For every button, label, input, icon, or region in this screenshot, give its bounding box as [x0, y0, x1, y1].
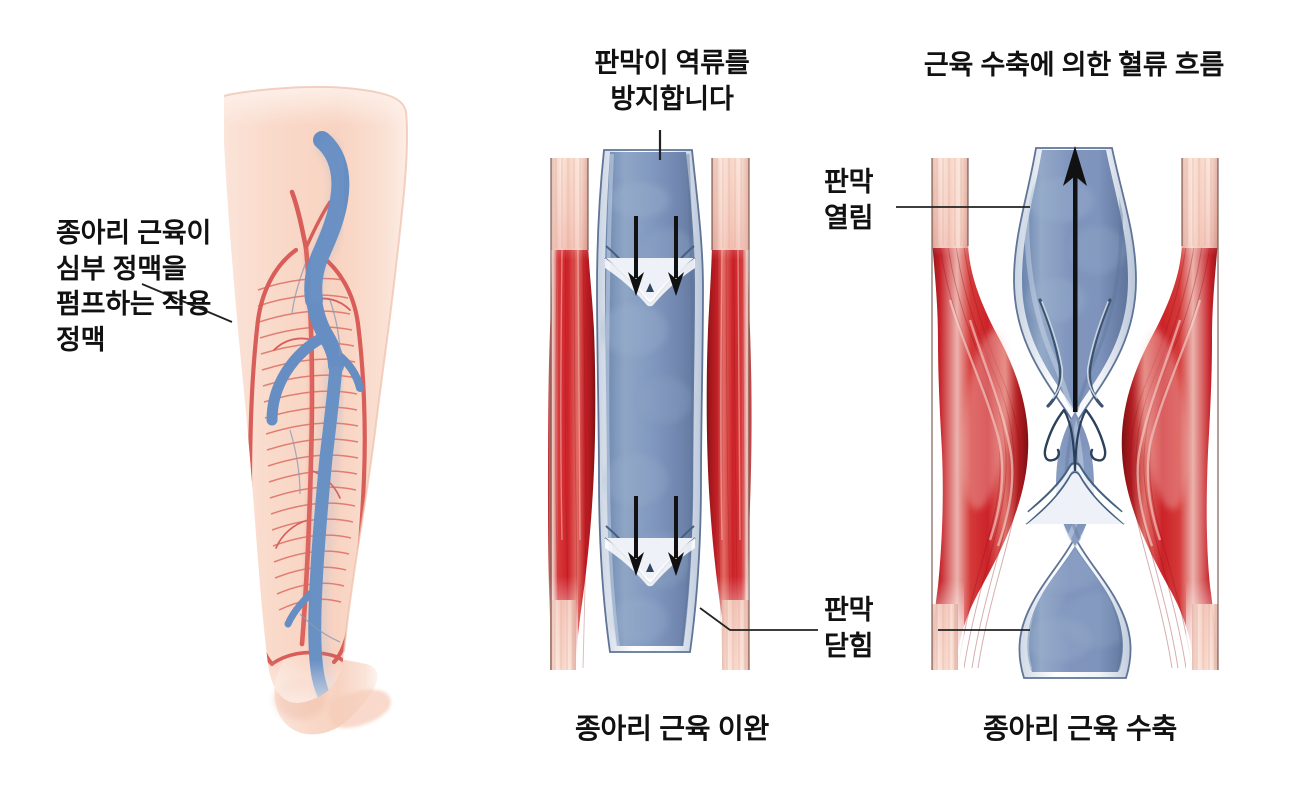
relaxed-muscle-right	[706, 156, 752, 672]
skin-bottom-fade	[250, 660, 400, 703]
perforator-hatching	[257, 277, 359, 611]
label-valve-open: 판막 열림	[824, 167, 874, 233]
leader-line-valve-closed-left	[699, 607, 818, 631]
caption-calf-muscle-relaxed: 종아리 근육 이완	[574, 713, 770, 744]
skin-veil	[224, 86, 408, 703]
vein-lumen-c	[1022, 150, 1128, 672]
contracted-calf-panel	[896, 146, 1220, 679]
foot-heel	[274, 653, 378, 735]
arrow-down-1	[628, 216, 644, 296]
artery-glow	[298, 247, 316, 645]
contracted-muscle-right	[1121, 156, 1220, 672]
label-blood-flow-by-contraction: 근육 수축에 의한 혈류 흐름	[923, 50, 1225, 80]
arrow-down-4	[668, 496, 684, 576]
upward-flow-arrow	[1063, 146, 1087, 412]
valve-upper-open	[1038, 298, 1112, 408]
arrow-down-2	[668, 216, 684, 296]
relaxed-vein	[596, 149, 704, 653]
vein-wall-outer-c	[1013, 147, 1137, 679]
valve-lower-closed	[604, 525, 696, 587]
arrow-down-3	[628, 496, 644, 576]
foot-toes	[328, 689, 391, 728]
relaxed-calf-panel	[548, 130, 818, 672]
valve-upper-closed	[604, 245, 696, 307]
tendon-bottom-left-c	[932, 604, 958, 670]
tendon-top-right	[712, 158, 749, 250]
deep-veins	[266, 131, 364, 703]
tendon-top-right-c	[1182, 158, 1218, 248]
heel-shadow	[274, 680, 326, 720]
superficial-vein-threads	[289, 261, 341, 643]
vein-lumen	[605, 152, 695, 646]
tendon-bottom-right	[722, 600, 749, 670]
vein-wall-outer	[596, 149, 704, 653]
vein-softglow	[302, 133, 352, 703]
leg-skin	[224, 86, 408, 703]
leg-outline	[223, 85, 409, 653]
contracted-muscle-left	[930, 156, 1029, 672]
label-valve-closed: 판막 닫힘	[824, 595, 874, 661]
tendon-top-left-c	[932, 158, 968, 248]
tendon-bottom-right-c	[1192, 604, 1218, 670]
relaxed-muscle-left	[548, 156, 596, 672]
tendon-bottom-left	[550, 600, 576, 670]
label-calf-pump-action: 종아리 근육이 심부 정맥을 펌프하는 작용 정맥	[56, 218, 212, 355]
tendon-top-left	[551, 158, 588, 250]
arteries	[247, 189, 367, 668]
caption-calf-muscle-contracted: 종아리 근육 수축	[982, 713, 1178, 744]
valve-lower-closed-c	[1025, 408, 1125, 525]
reflux-arrows	[628, 216, 684, 576]
contracted-vein	[1013, 146, 1137, 679]
skin-top-fade	[224, 86, 408, 126]
label-valve-prevents-reflux: 판막이 역류를 방지합니다	[594, 48, 750, 114]
leg-anatomy-panel	[141, 85, 409, 735]
